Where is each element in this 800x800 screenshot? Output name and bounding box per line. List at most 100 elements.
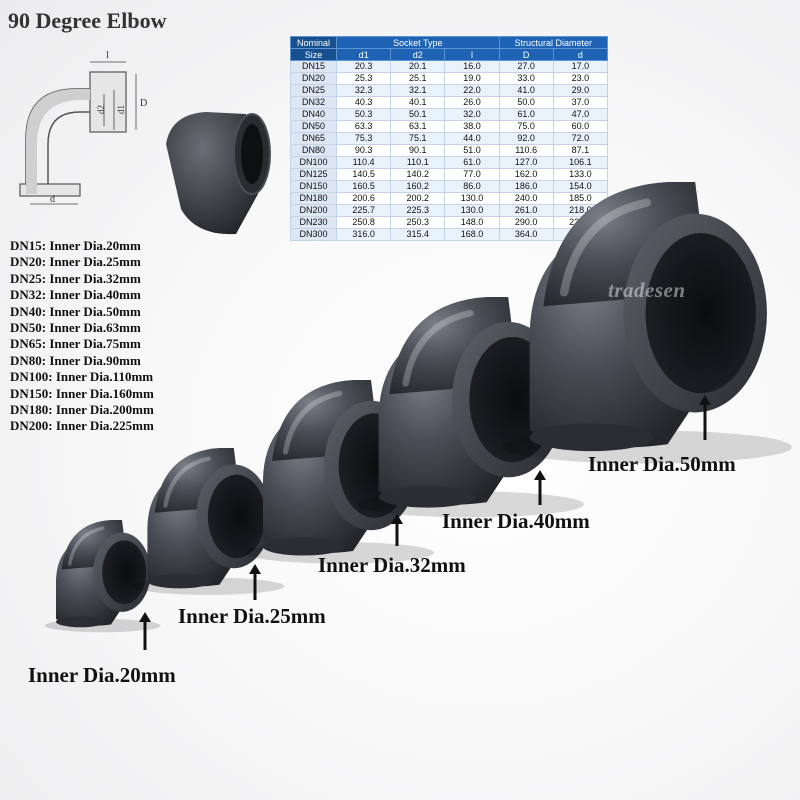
spec-column-header: d <box>552 48 609 61</box>
inner-dia-label-25: Inner Dia.25mm <box>178 604 326 628</box>
elbow-fitting <box>45 520 161 633</box>
spec-column-header: Size <box>290 48 337 61</box>
size-list-item: DN40: Inner Dia.50mm <box>10 303 141 319</box>
spec-value-cell: 154.0 <box>552 180 609 193</box>
spec-column-header: l <box>444 48 500 61</box>
spec-value-cell: 140.2 <box>390 168 446 181</box>
spec-value-cell: 250.8 <box>335 216 392 229</box>
size-list-item: DN50: Inner Dia.63mm <box>10 320 141 336</box>
spec-value-cell: 225.3 <box>390 204 446 217</box>
spec-value-cell: 51.0 <box>444 144 500 157</box>
spec-table: Nominal Socket Type Structural Diameter … <box>290 36 609 241</box>
spec-value-cell: 50.3 <box>335 108 392 121</box>
size-list-item: DN80: Inner Dia.90mm <box>10 352 141 368</box>
spec-value-cell: 127.0 <box>498 156 554 169</box>
arrow-up-icon <box>139 612 151 650</box>
spec-value-cell: 40.3 <box>335 96 392 109</box>
diagram-label-big-d: D <box>140 98 147 109</box>
spec-value-cell: 110.1 <box>390 156 446 169</box>
spec-size-cell: DN230 <box>290 216 337 229</box>
size-list-item: DN32: Inner Dia.40mm <box>10 287 141 303</box>
elbow-fitting <box>502 182 792 464</box>
spec-value-cell: 22.0 <box>444 84 500 97</box>
diagram-label-d1: d1 <box>116 105 126 114</box>
size-list-item: DN25: Inner Dia.32mm <box>10 270 141 286</box>
spec-column-header: d2 <box>390 48 446 61</box>
spec-value-cell: 200.6 <box>335 192 392 205</box>
spec-value-cell: 168.0 <box>444 228 500 241</box>
spec-value-cell: 50.1 <box>390 108 446 121</box>
watermark: tradesen <box>608 278 686 302</box>
spec-value-cell: 61.0 <box>498 108 554 121</box>
spec-group-header-row: Nominal Socket Type Structural Diameter <box>290 36 609 49</box>
spec-value-cell: 40.1 <box>390 96 446 109</box>
spec-group-header: Structural Diameter <box>498 36 609 49</box>
elbow-fitting <box>133 448 285 595</box>
spec-size-cell: DN150 <box>290 180 337 193</box>
diagram-label-l: l <box>106 50 109 61</box>
spec-value-cell: 63.1 <box>390 120 446 133</box>
elbow-diagram: l d2 d1 D d <box>19 50 271 235</box>
spec-size-cell: DN40 <box>290 108 337 121</box>
arrow-up-icon <box>699 395 711 440</box>
size-list-item: DN65: Inner Dia.75mm <box>10 336 141 352</box>
spec-group-header: Socket Type <box>336 36 500 49</box>
spec-value-cell: 60.0 <box>552 120 609 133</box>
arrow-up-icon <box>534 470 546 505</box>
spec-value-cell: 23.0 <box>552 72 609 85</box>
spec-size-cell: DN65 <box>290 132 337 145</box>
spec-value-cell: 20.1 <box>390 60 446 73</box>
spec-size-cell: DN300 <box>290 228 337 241</box>
inner-dia-label-32: Inner Dia.32mm <box>318 553 466 577</box>
spec-value-cell: 17.0 <box>552 60 609 73</box>
spec-value-cell: 185.0 <box>552 192 609 205</box>
spec-value-cell: 50.0 <box>498 96 554 109</box>
spec-value-cell: 72.0 <box>552 132 609 145</box>
spec-value-cell: 63.3 <box>335 120 392 133</box>
arrow-up-icon <box>249 564 261 600</box>
spec-value-cell: 37.0 <box>552 96 609 109</box>
spec-value-cell: 364.0 <box>498 228 554 241</box>
inner-dia-label-20: Inner Dia.20mm <box>28 663 176 687</box>
spec-value-cell: 33.0 <box>498 72 554 85</box>
inner-dia-label-50: Inner Dia.50mm <box>588 452 736 476</box>
diagram-label-d2: d2 <box>96 105 106 114</box>
arrow-up-icon <box>391 514 403 546</box>
size-list-item: DN100: Inner Dia.110mm <box>10 369 154 385</box>
spec-value-cell: 27.0 <box>498 60 554 73</box>
spec-value-cell: 316.0 <box>335 228 392 241</box>
spec-value-cell: 290.0 <box>498 216 554 229</box>
spec-value-cell: 90.3 <box>335 144 392 157</box>
spec-value-cell: 110.6 <box>498 144 554 157</box>
size-list-item: DN150: Inner Dia.160mm <box>10 385 154 401</box>
size-list-item: DN15: Inner Dia.20mm <box>10 238 141 253</box>
spec-value-cell: 315.4 <box>390 228 446 241</box>
spec-value-cell: 75.0 <box>498 120 554 133</box>
spec-size-cell: DN15 <box>290 60 337 73</box>
spec-value-cell: 75.3 <box>335 132 392 145</box>
spec-value-cell: 92.0 <box>498 132 554 145</box>
spec-size-cell: DN125 <box>290 168 337 181</box>
spec-value-cell: 77.0 <box>444 168 500 181</box>
spec-value-cell: 160.2 <box>390 180 446 193</box>
diagram-label-d: d <box>50 194 55 205</box>
spec-size-cell: DN80 <box>290 144 337 157</box>
spec-value-cell: 225.7 <box>335 204 392 217</box>
product-title: 90 Degree Elbow <box>8 8 167 33</box>
size-list-item: DN200: Inner Dia.225mm <box>10 418 154 434</box>
size-list-item: DN180: Inner Dia.200mm <box>10 402 154 418</box>
size-list-item: DN20: Inner Dia.25mm <box>10 254 141 270</box>
inner-dia-label-40: Inner Dia.40mm <box>442 509 590 533</box>
